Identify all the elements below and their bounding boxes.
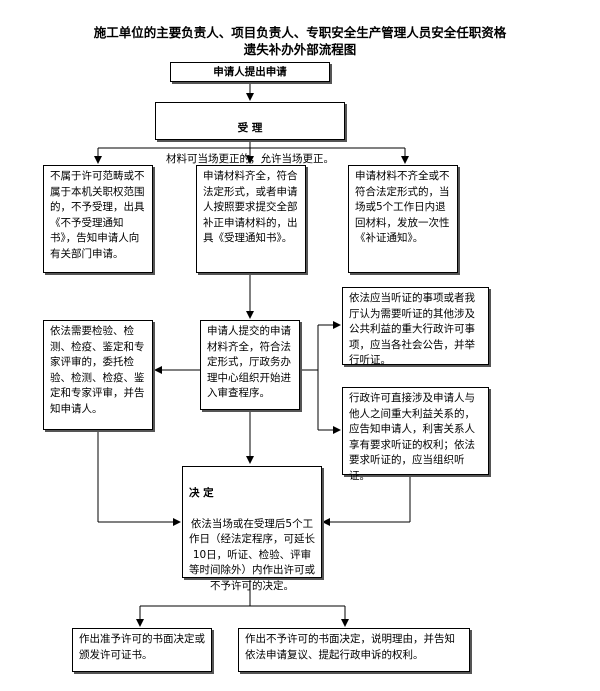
node-hearing-public: 依法应当听证的事项或者我厅认为需要听证的其他涉及公共利益的重大行政许可事项，应当… <box>342 287 489 366</box>
node-reject-scope: 不属于许可范畴或不属于本机关职权范围的，不予受理，出具《不予受理通知书》，告知申… <box>43 165 153 273</box>
node-accept: 受 理 材料可当场更正的，允许当场更正。 <box>155 102 345 165</box>
node-apply: 申请人提出申请 <box>170 62 330 82</box>
node-decision: 决 定 依法当场或在受理后5个工作日（经法定程序，可延长10日，听证、检验、评审… <box>182 466 322 592</box>
page-title: 施工单位的主要负责人、项目负责人、专职安全生产管理人员安全任职资格 遗失补办外部… <box>93 25 507 57</box>
node-decision-title: 决 定 <box>189 486 214 499</box>
node-complete: 申请材料齐全，符合法定形式，或者申请人按照要求提交全部补正申请材料的，出具《受理… <box>196 165 306 273</box>
node-expert-review: 依法需要检验、检测、检疫、鉴定和专家评审的，委托检验、检测、检疫、鉴定和专家评审… <box>43 320 153 430</box>
node-accept-title: 受 理 <box>237 121 263 134</box>
node-accept-subtitle: 材料可当场更正的，允许当场更正。 <box>166 152 334 165</box>
node-review: 申请人提交的申请材料齐全，符合法定形式，厅政务办理中心组织开始进入审查程序。 <box>200 320 300 410</box>
node-incomplete: 申请材料不齐全或不符合法定形式的，当场或5个工作日内退回材料，发放一次性《补证通… <box>348 165 458 273</box>
node-decision-body: 依法当场或在受理后5个工作日（经法定程序，可延长10日，听证、检验、评审等时间除… <box>189 517 315 592</box>
node-hearing-party: 行政许可直接涉及申请人与他人之间重大利益关系的，应告知申请人，利害关系人享有要求… <box>342 387 489 482</box>
node-approve: 作出准予许可的书面决定或颁发许可证书。 <box>72 628 212 672</box>
node-deny: 作出不予许可的书面决定，说明理由，并告知依法申请复议、提起行政申诉的权利。 <box>238 628 470 672</box>
